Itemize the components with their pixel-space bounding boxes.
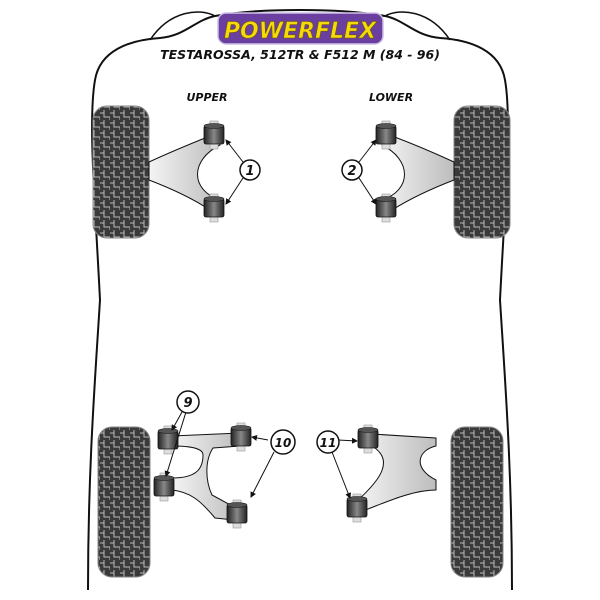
callout-11: 11 bbox=[320, 436, 337, 450]
wheel-rear-right bbox=[450, 426, 504, 578]
lower-wishbone bbox=[381, 135, 455, 211]
callout-2: 2 bbox=[347, 164, 356, 179]
callout-10: 10 bbox=[275, 436, 292, 450]
powerflex-logo: POWERFLEX bbox=[217, 12, 384, 45]
wheel-rear-left bbox=[97, 426, 151, 578]
rear-left-arm bbox=[171, 432, 241, 521]
vehicle-title: TESTAROSSA, 512TR & F512 M (84 - 96) bbox=[160, 47, 440, 62]
label-lower: LOWER bbox=[369, 91, 413, 104]
label-upper: UPPER bbox=[186, 91, 227, 104]
callout-9: 9 bbox=[183, 396, 192, 411]
wheel-front-right bbox=[453, 105, 511, 239]
car-outline bbox=[87, 9, 513, 591]
upper-wishbone bbox=[148, 135, 221, 211]
wheel-front-left bbox=[92, 105, 150, 239]
callout-1: 1 bbox=[245, 164, 254, 179]
svg-text:POWERFLEX: POWERFLEX bbox=[224, 19, 377, 44]
rear-right-arm bbox=[357, 433, 437, 513]
